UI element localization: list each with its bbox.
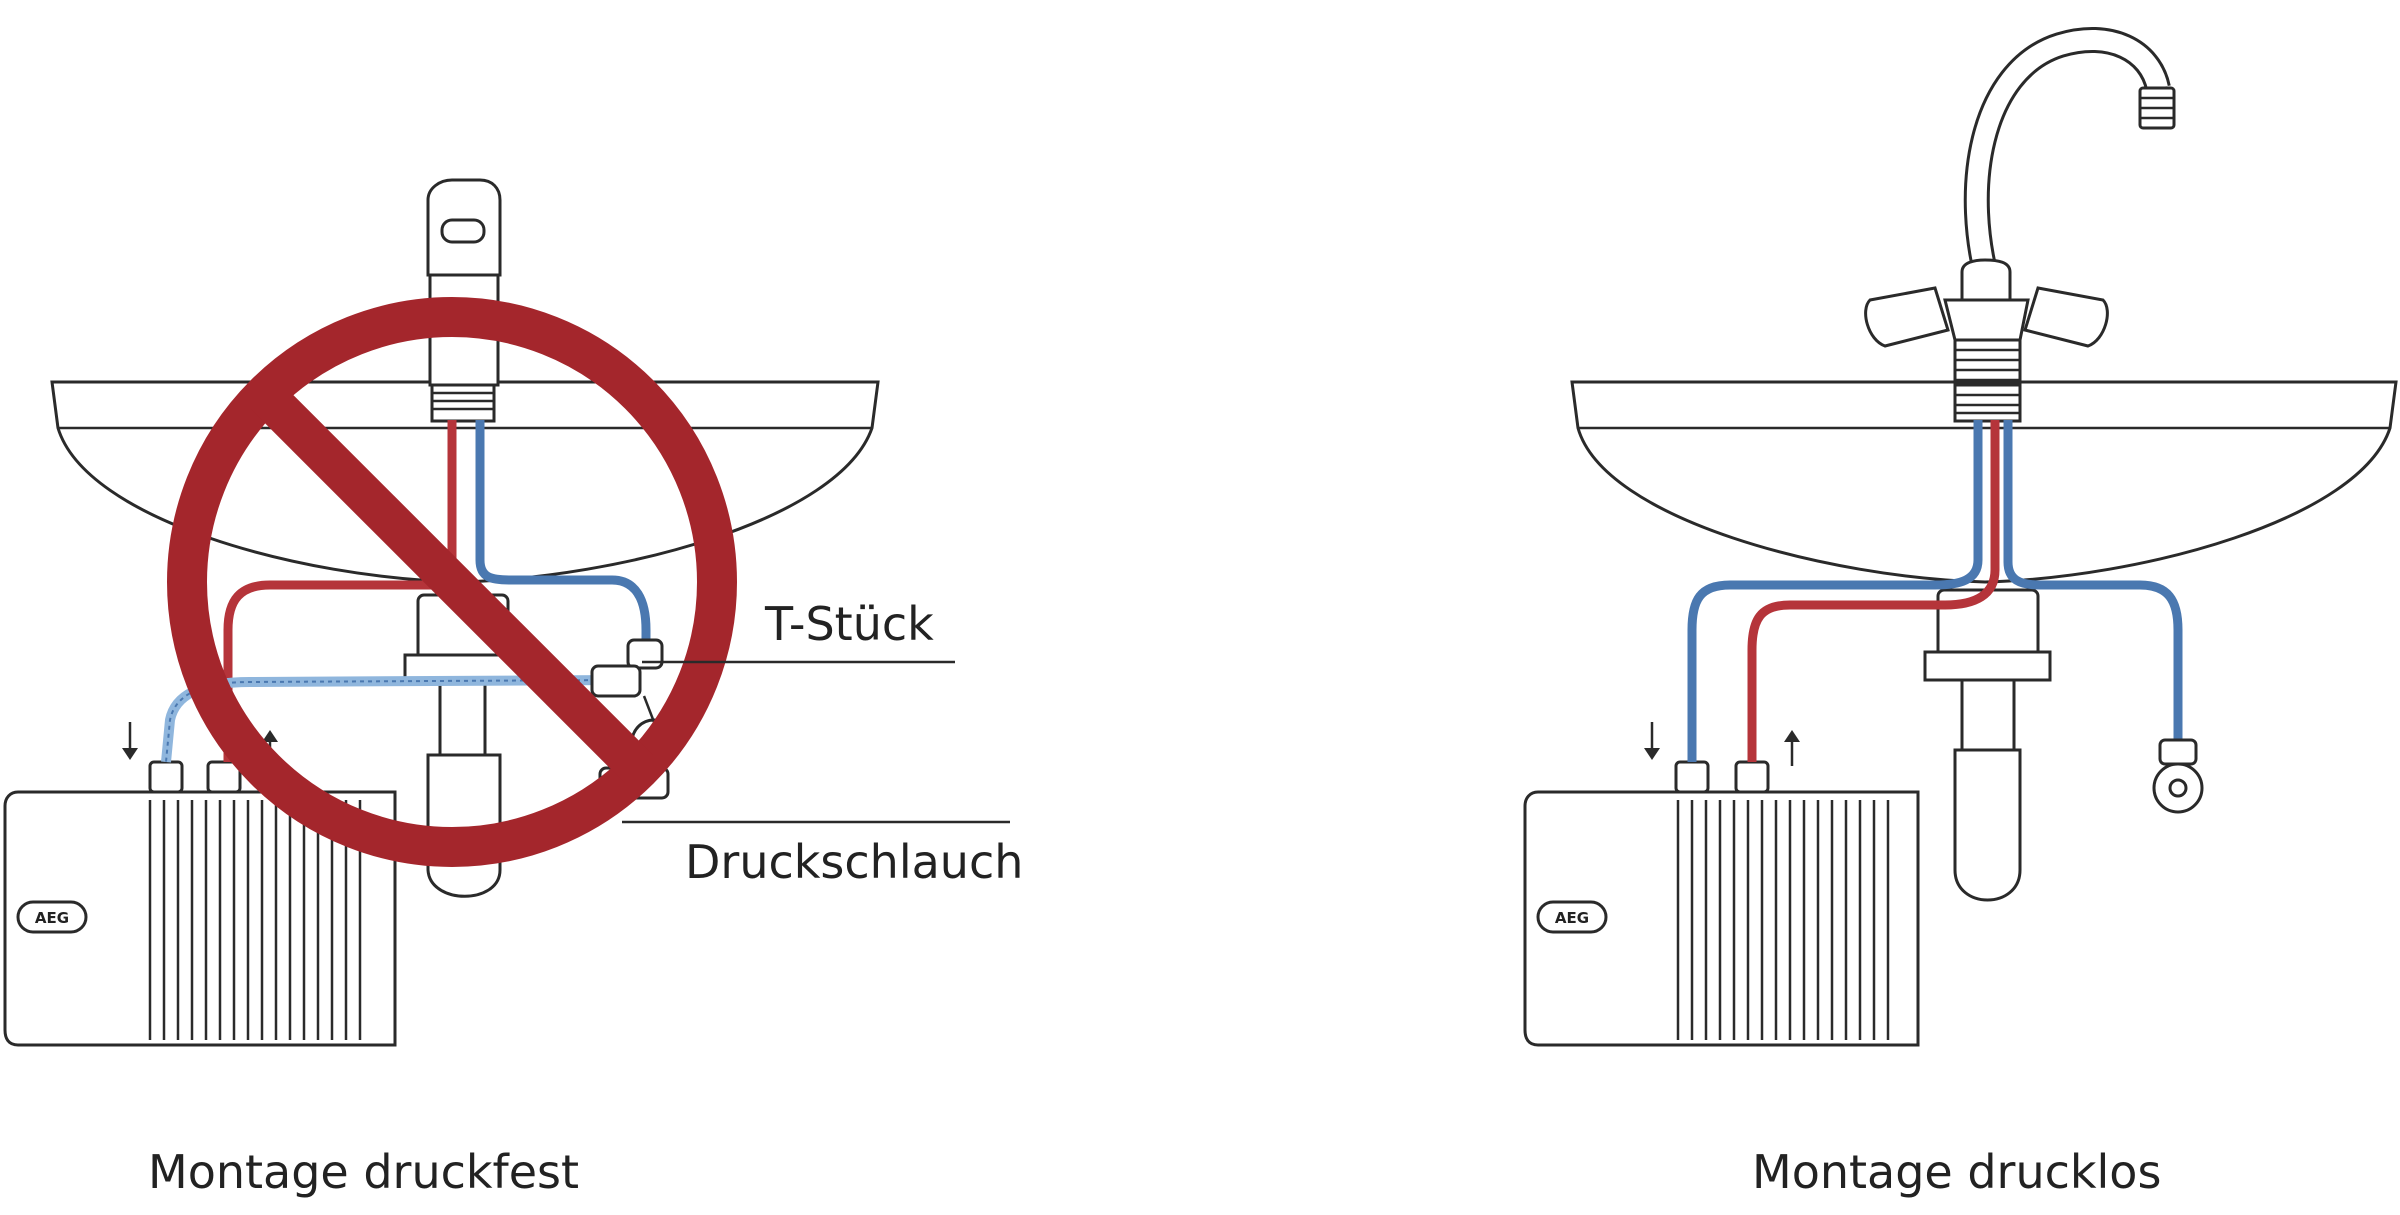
left-cold-pipe [475,420,651,650]
cold-valve-knob [2023,286,2109,348]
right-supply-valve [2152,738,2204,814]
left-heater-brand: AEG [35,909,69,927]
right-faucet-spout [1963,27,2176,294]
label-t-stueck: T-Stück [764,597,934,651]
caption-montage-drucklos: Montage drucklos [1752,1145,2161,1199]
hot-valve-knob [1864,286,1950,348]
caption-montage-druckfest: Montage druckfest [148,1145,579,1199]
right-pipes [1687,420,2204,814]
right-heater-brand: AEG [1555,909,1589,927]
right-washbasin [1570,380,2398,584]
left-hot-pipe [223,420,457,762]
right-mixer-tap [1864,258,2109,392]
right-cold-supply-pipe [2003,420,2183,748]
right-water-heater: AEG [1523,722,1920,1047]
left-water-heater: AEG [3,722,397,1047]
right-cold-pipe-to-heater [1687,420,1983,762]
left-labels: T-Stück Druckschlauch [622,597,1023,889]
right-siphon [1923,588,2052,902]
left-panel: AEG [3,178,1023,1199]
label-druckschlauch: Druckschlauch [685,835,1023,889]
right-panel: AEG Montage drucklos [1523,27,2398,1199]
right-hot-pipe [1747,420,2000,762]
prohibition-sign [167,297,737,867]
